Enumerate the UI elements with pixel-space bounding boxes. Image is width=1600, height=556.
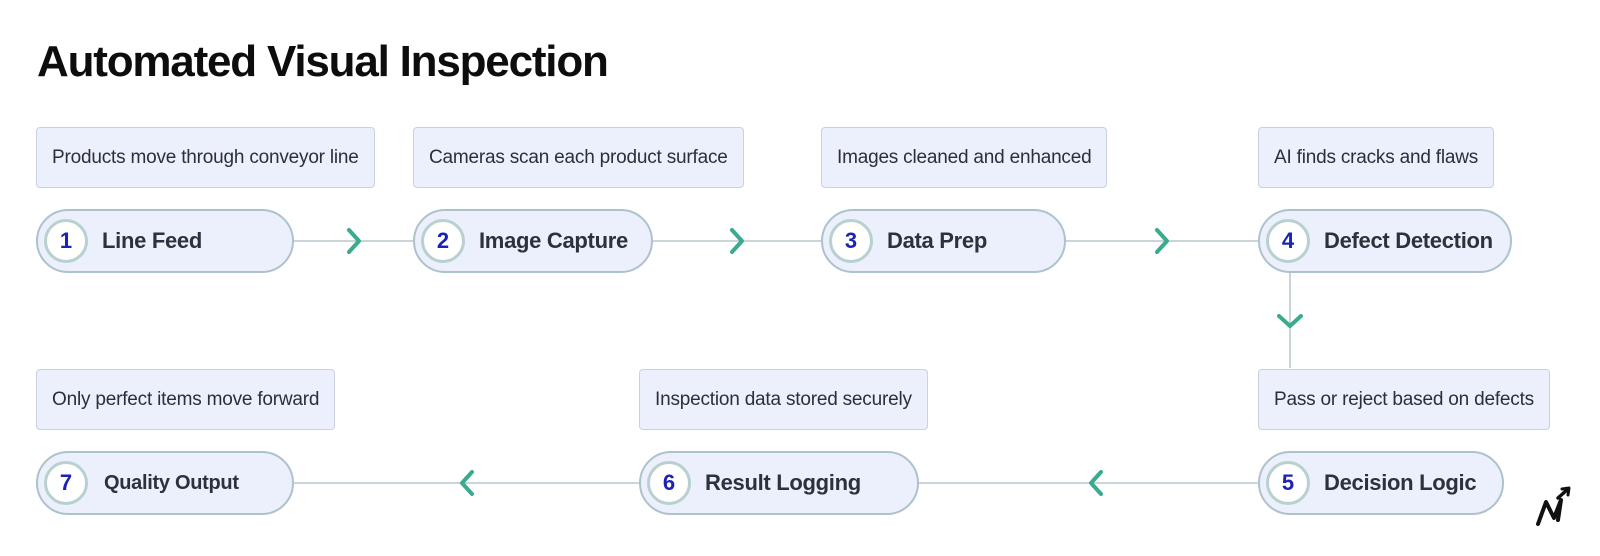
step-1-label: Line Feed — [102, 228, 202, 253]
diagram-title: Automated Visual Inspection — [37, 37, 609, 86]
step-2-number: 2 — [421, 219, 465, 263]
step-1-description: Products move through conveyor line — [36, 127, 375, 188]
step-7-number: 7 — [44, 461, 88, 505]
arrow-left-icon — [460, 470, 474, 496]
step-5-label: Decision Logic — [1324, 470, 1477, 495]
arrow-right-icon — [347, 228, 361, 254]
step-2-label: Image Capture — [479, 228, 628, 253]
step-7-label: Quality Output — [104, 471, 239, 494]
arrow-right-icon — [1155, 228, 1169, 254]
step-2-node: 2 Image Capture — [413, 209, 653, 273]
step-6-description: Inspection data stored securely — [639, 369, 928, 430]
step-4-label: Defect Detection — [1324, 228, 1493, 253]
step-6-number: 6 — [647, 461, 691, 505]
brand-logo-icon — [1536, 486, 1571, 526]
step-7-description: Only perfect items move forward — [36, 369, 336, 430]
step-5-node: 5 Decision Logic — [1258, 451, 1504, 515]
step-3-number: 3 — [829, 219, 873, 263]
step-3-label: Data Prep — [887, 228, 988, 253]
step-4-number: 4 — [1266, 219, 1310, 263]
step-6-node: 6 Result Logging — [639, 451, 919, 515]
arrow-right-icon — [730, 228, 744, 254]
arrow-left-icon — [1089, 470, 1103, 496]
step-5-number: 5 — [1266, 461, 1310, 505]
step-6-label: Result Logging — [705, 470, 861, 495]
arrow-down-icon — [1277, 314, 1303, 328]
step-1-number: 1 — [44, 219, 88, 263]
step-4-node: 4 Defect Detection — [1258, 209, 1512, 273]
step-7-node: 7 Quality Output — [36, 451, 294, 515]
step-5-description: Pass or reject based on defects — [1258, 369, 1550, 430]
step-3-description: Images cleaned and enhanced — [821, 127, 1108, 188]
step-1-node: 1 Line Feed — [36, 209, 294, 273]
step-4-description: AI finds cracks and flaws — [1258, 127, 1495, 188]
step-2-description: Cameras scan each product surface — [413, 127, 744, 188]
step-3-node: 3 Data Prep — [821, 209, 1066, 273]
